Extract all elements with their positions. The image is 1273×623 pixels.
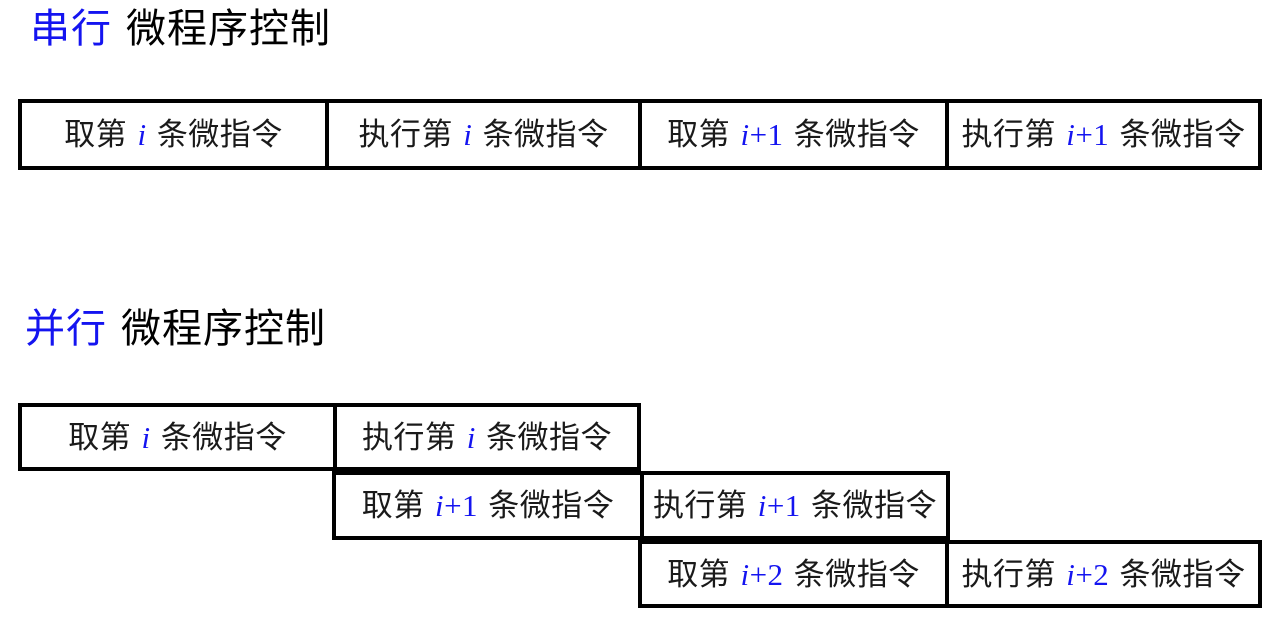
- stage-label: 取第 i+1 条微指令: [667, 117, 920, 152]
- section-title-parallel-accent: 并行: [25, 306, 107, 352]
- section-title-parallel-rest: 微程序控制: [121, 306, 326, 352]
- parallel-row-3-stage-box-2: 执行第 i+2 条微指令: [945, 540, 1262, 608]
- stage-label: 执行第 i+2 条微指令: [961, 556, 1246, 592]
- instruction-index: i+1: [434, 488, 479, 523]
- section-title-serial: 串行微程序控制: [30, 9, 331, 49]
- parallel-row-2-stage-box-2: 执行第 i+1 条微指令: [640, 471, 950, 540]
- stage-label: 取第 i 条微指令: [64, 117, 283, 152]
- stage-label: 执行第 i+1 条微指令: [652, 488, 938, 523]
- stage-label: 执行第 i+1 条微指令: [961, 117, 1246, 152]
- instruction-index: i+1: [1066, 117, 1110, 152]
- instruction-index: i: [466, 419, 476, 455]
- section-title-serial-accent: 串行: [30, 6, 112, 52]
- parallel-row-1-stage-box-2: 执行第 i 条微指令: [333, 403, 641, 471]
- instruction-index: i: [137, 117, 147, 152]
- instruction-index: i+1: [740, 117, 784, 152]
- stage-label: 取第 i+1 条微指令: [361, 488, 615, 523]
- section-title-parallel: 并行微程序控制: [25, 309, 326, 349]
- instruction-index: i: [463, 117, 473, 152]
- serial-stage-box-1: 取第 i 条微指令: [18, 99, 329, 170]
- parallel-row-1-stage-box-1: 取第 i 条微指令: [18, 403, 337, 471]
- section-title-serial-rest: 微程序控制: [126, 6, 331, 52]
- stage-label: 执行第 i 条微指令: [358, 117, 609, 152]
- instruction-index: i: [141, 419, 151, 455]
- instruction-index: i+2: [1066, 556, 1110, 592]
- serial-stage-box-4: 执行第 i+1 条微指令: [945, 99, 1262, 170]
- parallel-row-2-stage-box-1: 取第 i+1 条微指令: [332, 471, 644, 540]
- stage-label: 取第 i 条微指令: [68, 419, 287, 455]
- instruction-index: i+1: [757, 488, 801, 523]
- stage-label: 取第 i+2 条微指令: [667, 556, 920, 592]
- instruction-index: i+2: [740, 556, 784, 592]
- serial-stage-box-3: 取第 i+1 条微指令: [638, 99, 949, 170]
- parallel-row-3-stage-box-1: 取第 i+2 条微指令: [638, 540, 949, 608]
- stage-label: 执行第 i 条微指令: [361, 419, 613, 455]
- serial-stage-box-2: 执行第 i 条微指令: [325, 99, 642, 170]
